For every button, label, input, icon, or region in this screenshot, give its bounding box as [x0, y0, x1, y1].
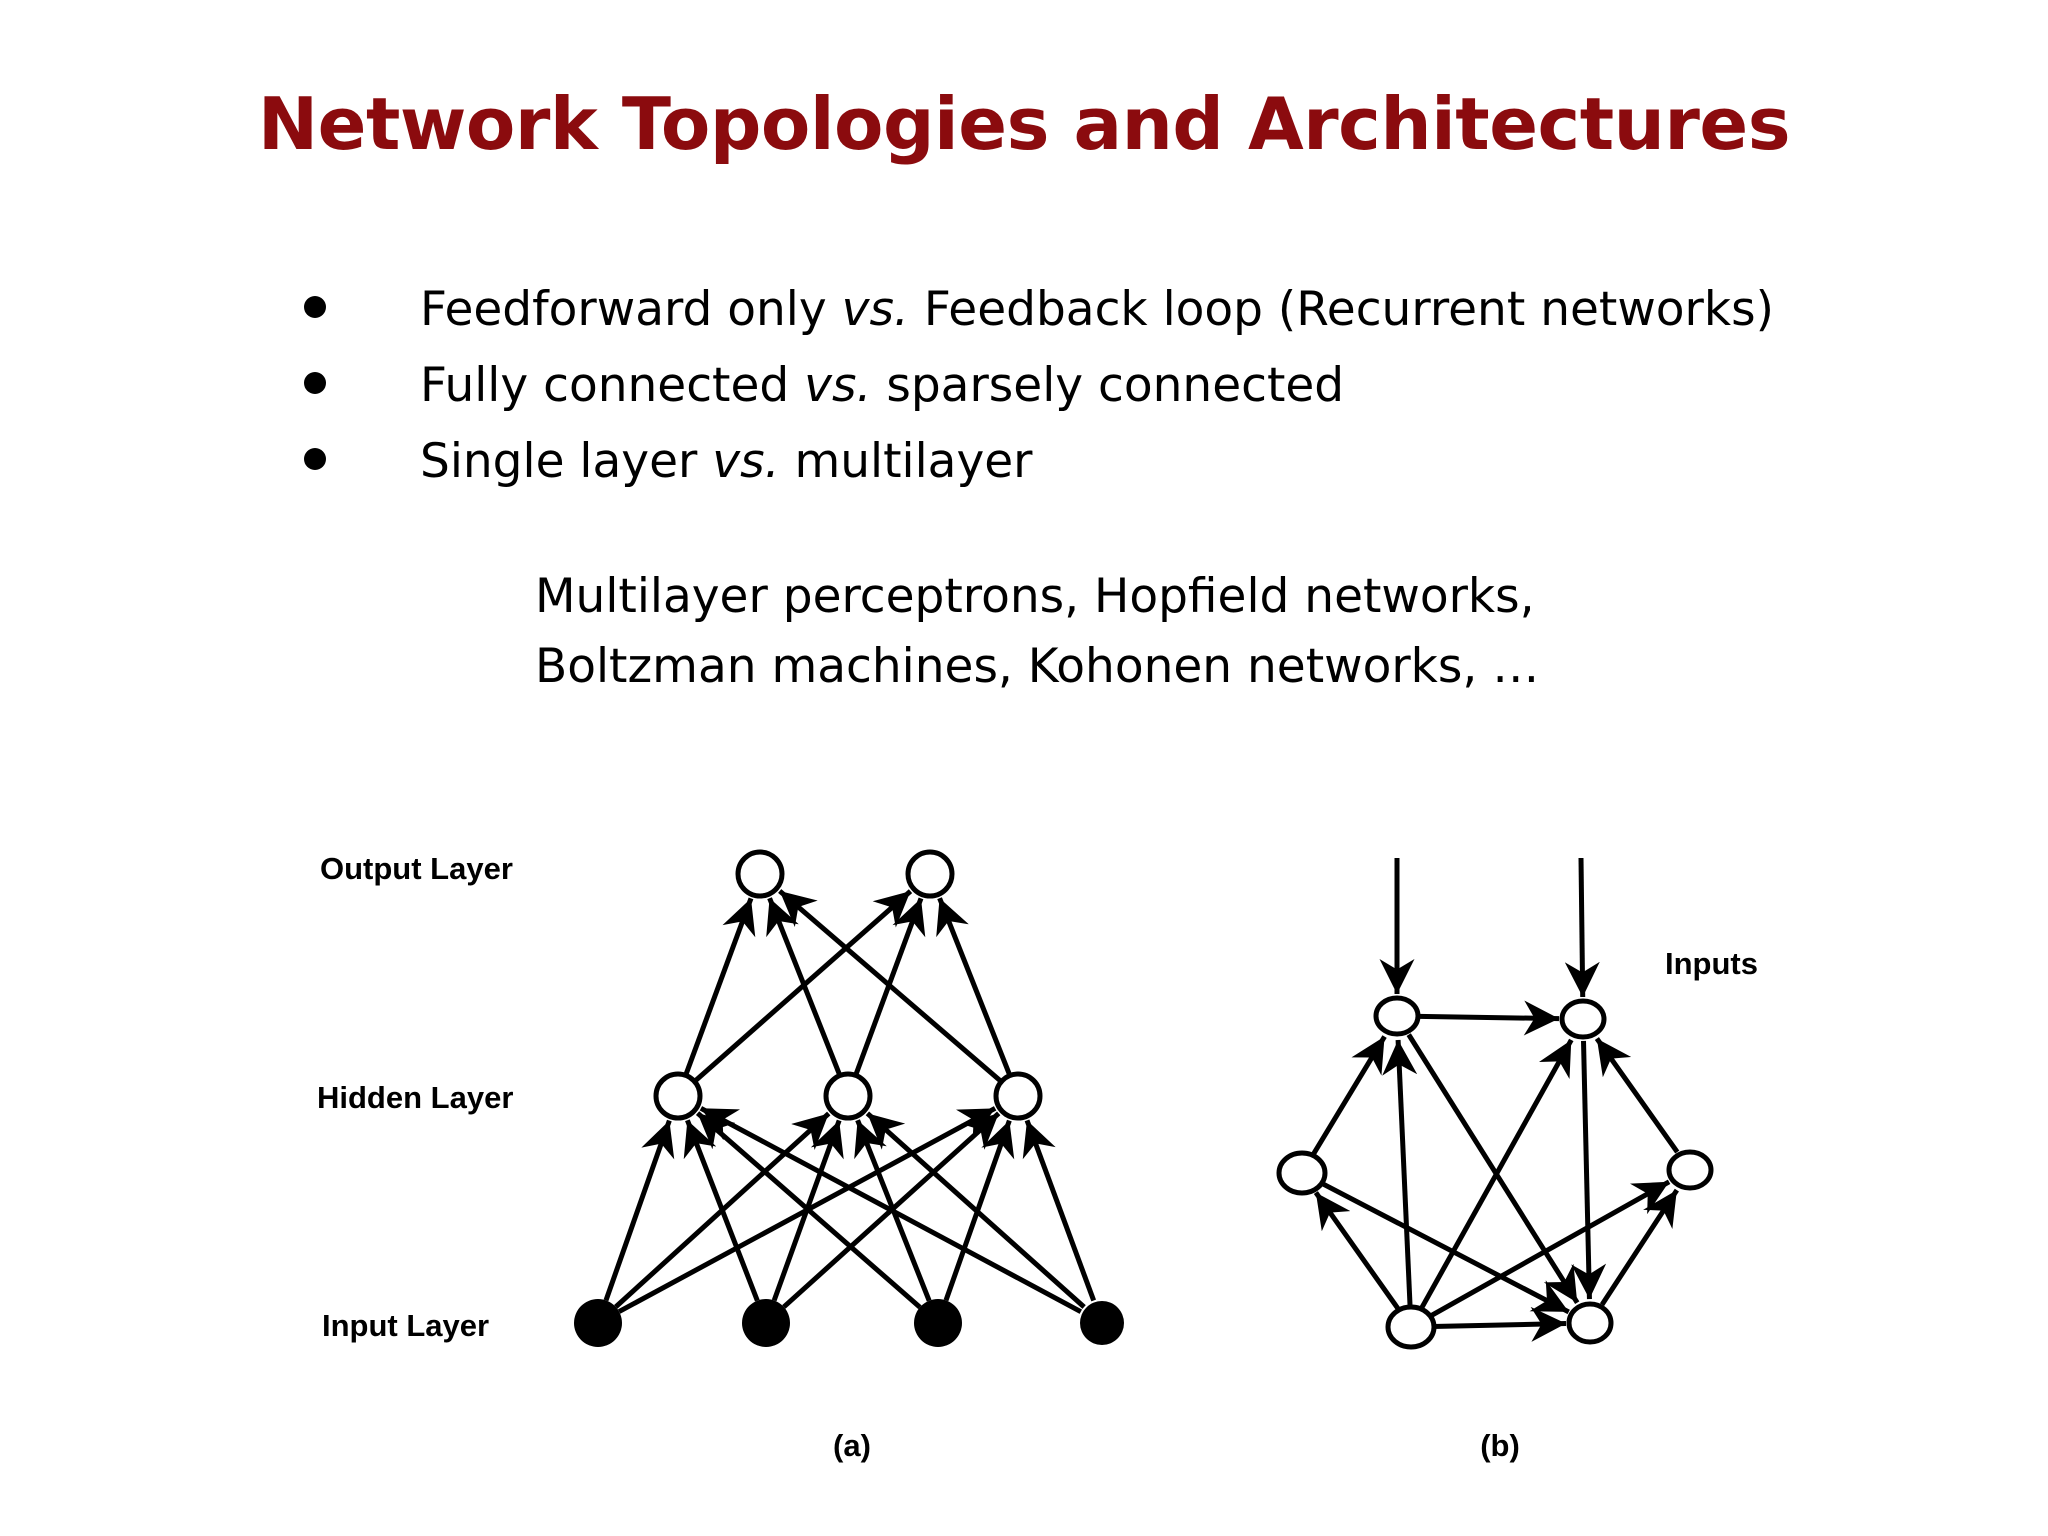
connection-arrow — [766, 897, 843, 1077]
output-node — [905, 849, 955, 899]
examples-line: Boltzman machines, Kohonen networks, … — [535, 639, 1540, 694]
hidden-node — [653, 1071, 703, 1121]
bullet-dot-icon — [304, 296, 326, 318]
connection-arrow — [778, 889, 1003, 1084]
connection-arrow — [1432, 1306, 1567, 1342]
recurrent-node — [1276, 1150, 1328, 1196]
feedforward-edges — [603, 889, 1097, 1314]
connection-arrow — [1311, 1035, 1387, 1156]
input-nodes — [574, 1299, 1124, 1347]
slide-title: Network Topologies and Architectures — [257, 82, 1791, 166]
connection-arrow — [1320, 1180, 1570, 1315]
recurrent-node — [1559, 998, 1607, 1040]
connection-arrow — [1428, 1179, 1671, 1319]
connection-arrow — [683, 897, 756, 1077]
input-node — [742, 1299, 790, 1347]
bullet-text: Fully connected vs. sparsely connected — [420, 358, 1345, 413]
hidden-node — [823, 1071, 873, 1121]
connection-arrow — [603, 1119, 675, 1302]
hidden-nodes — [653, 1071, 1043, 1121]
recurrent-node — [1666, 1149, 1714, 1191]
bullet-text: Single layer vs. multilayer — [420, 434, 1033, 489]
connection-arrow — [1382, 1039, 1418, 1306]
figure-b-caption: (b) — [1480, 1428, 1520, 1463]
connection-arrow — [1022, 1119, 1097, 1302]
output-layer-label: Output Layer — [320, 851, 513, 886]
bullet-text: Feedforward only vs. Feedback loop (Recu… — [420, 282, 1774, 337]
input-node — [1080, 1301, 1124, 1345]
bullet-dot-icon — [304, 372, 326, 394]
connection-arrow — [1564, 857, 1600, 998]
connection-arrow — [1599, 1188, 1679, 1306]
connection-arrow — [865, 1111, 1086, 1309]
output-node — [735, 849, 785, 899]
hidden-layer-label: Hidden Layer — [317, 1080, 513, 1115]
connection-arrow — [699, 1106, 1083, 1314]
recurrent-edges — [1311, 857, 1680, 1342]
connection-arrow — [695, 1111, 922, 1310]
output-nodes — [735, 849, 955, 899]
bullet-dot-icon — [304, 448, 326, 470]
hidden-node — [993, 1071, 1043, 1121]
connection-arrow — [1313, 1191, 1401, 1311]
examples-line: Multilayer perceptrons, Hopfield network… — [535, 569, 1535, 624]
feedforward-network-diagram: Output Layer Hidden Layer Input Layer (a… — [317, 849, 1124, 1463]
recurrent-network-diagram: Inputs (b) — [1276, 857, 1758, 1463]
connection-arrow — [1594, 1037, 1680, 1154]
connection-arrow — [936, 897, 1013, 1077]
input-layer-label: Input Layer — [322, 1308, 489, 1343]
connection-arrow — [1571, 1040, 1607, 1300]
input-node — [914, 1299, 962, 1347]
connection-arrow — [1418, 1000, 1560, 1036]
recurrent-node — [1566, 1301, 1614, 1345]
input-node — [574, 1299, 622, 1347]
recurrent-node — [1373, 995, 1421, 1037]
recurrent-node — [1385, 1304, 1437, 1350]
network-examples: Multilayer perceptrons, Hopfield network… — [535, 562, 1539, 702]
connection-arrow — [683, 1119, 760, 1302]
figure-a-caption: (a) — [833, 1428, 871, 1463]
recurrent-nodes — [1276, 995, 1714, 1350]
inputs-label: Inputs — [1665, 946, 1758, 981]
connection-arrow — [1406, 1033, 1580, 1305]
